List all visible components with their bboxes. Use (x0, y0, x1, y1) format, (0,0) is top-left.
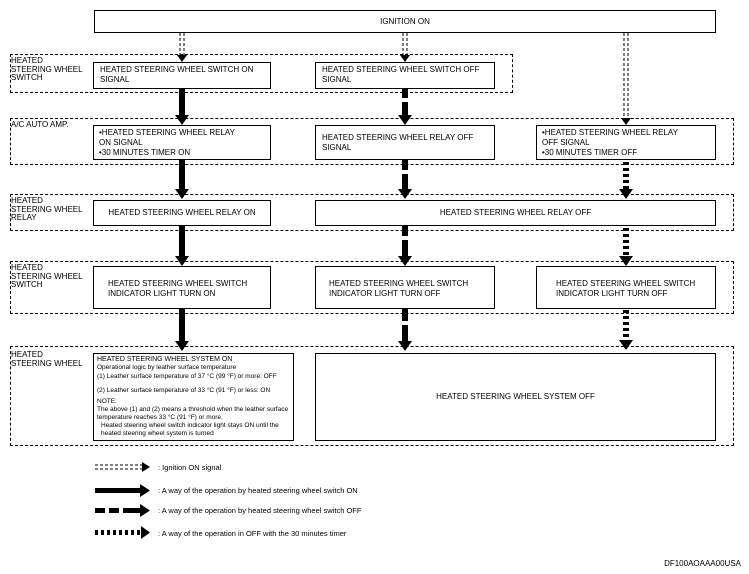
system-off-box: HEATED STEERING WHEEL SYSTEM OFF (315, 353, 716, 441)
system-on-box: HEATED STEERING WHEEL SYSTEM ON Operatio… (93, 353, 294, 441)
indicator-off-text-1: HEATED STEERING WHEEL SWITCH INDICATOR L… (329, 279, 469, 298)
switch-off-signal-box: HEATED STEERING WHEEL SWITCH OFF SIGNAL (315, 62, 495, 89)
legend-timer-off-arrow (95, 526, 150, 539)
relay-on-timer-box: •HEATED STEERING WHEEL RELAY ON SIGNAL •… (93, 125, 271, 160)
indicator-off-text-2: HEATED STEERING WHEEL SWITCH INDICATOR L… (556, 279, 696, 298)
group-indicator (10, 261, 734, 314)
legend-ignition-head (142, 462, 150, 472)
relay-on-box: HEATED STEERING WHEEL RELAY ON (93, 200, 271, 226)
system-on-title: HEATED STEERING WHEEL SYSTEM ON (97, 356, 233, 363)
indicator-on-box: HEATED STEERING WHEEL SWITCH INDICATOR L… (93, 266, 271, 309)
system-on-note-title: NOTE: (97, 398, 117, 405)
group-system (10, 346, 734, 446)
ignition-arrowheads (177, 55, 631, 125)
system-on-cond2: (2) Leather surface temperature of 33 °C… (97, 387, 271, 394)
legend-switch-on: : A way of the operation by heated steer… (158, 486, 358, 495)
legend-switch-on-arrow (95, 484, 150, 497)
group-ac-amp (10, 118, 734, 165)
indicator-off-box-1: HEATED STEERING WHEEL SWITCH INDICATOR L… (315, 266, 495, 309)
system-on-subtitle: Operational logic by leather surface tem… (97, 364, 237, 371)
legend-switch-off-arrow (95, 504, 150, 517)
legend-timer-off: : A way of the operation in OFF with the… (158, 529, 347, 538)
switch-on-signal-box: HEATED STEERING WHEEL SWITCH ON SIGNAL (93, 62, 271, 89)
group-indicator-label: HEATED STEERING WHEEL SWITCH (11, 263, 83, 289)
group-relay-label: HEATED STEERING WHEEL RELAY (11, 196, 83, 222)
system-on-cond1: (1) Leather surface temperature of 37 °C… (97, 373, 277, 380)
system-on-note1: The above (1) and (2) means a threshold … (97, 406, 289, 421)
switch-off-signal-text: HEATED STEERING WHEEL SWITCH OFF SIGNAL (322, 65, 480, 84)
relay-off-timer-text: •HEATED STEERING WHEEL RELAY OFF SIGNAL … (542, 128, 679, 157)
legend-ignition-arrow (95, 464, 142, 470)
relay-off-box: HEATED STEERING WHEEL RELAY OFF (315, 200, 716, 226)
ignition-signal-arrows (179, 33, 629, 118)
legend-switch-off: : A way of the operation by heated steer… (158, 506, 362, 515)
legend-ignition: : Ignition ON signal (158, 463, 222, 472)
figure-code: DF100AOAAA00USA (664, 559, 741, 568)
indicator-off-box-2: HEATED STEERING WHEEL SWITCH INDICATOR L… (536, 266, 716, 309)
timer-off-arrows (619, 162, 633, 350)
group-system-label: HEATED STEERING WHEEL (11, 350, 83, 368)
relay-off-signal-box: HEATED STEERING WHEEL RELAY OFF SIGNAL (315, 125, 495, 160)
system-off-text: HEATED STEERING WHEEL SYSTEM OFF (436, 392, 595, 401)
ignition-on-box: IGNITION ON (94, 10, 716, 33)
system-on-note2: Heated steering wheel switch indicator l… (101, 422, 279, 437)
group-switch (10, 54, 513, 93)
relay-off-timer-box: •HEATED STEERING WHEEL RELAY OFF SIGNAL … (536, 125, 716, 160)
group-relay (10, 194, 734, 231)
group-ac-amp-label: A/C AUTO AMP. (11, 120, 69, 129)
relay-on-timer-text: •HEATED STEERING WHEEL RELAY ON SIGNAL •… (99, 128, 236, 157)
switch-on-signal-text: HEATED STEERING WHEEL SWITCH ON SIGNAL (100, 65, 254, 84)
relay-off-text: HEATED STEERING WHEEL RELAY OFF (439, 208, 592, 217)
relay-on-text: HEATED STEERING WHEEL RELAY ON (108, 208, 256, 217)
group-switch-label: HEATED STEERING WHEEL SWITCH (11, 56, 83, 82)
ignition-on-label: IGNITION ON (380, 16, 430, 26)
relay-off-signal-text: HEATED STEERING WHEEL RELAY OFF SIGNAL (322, 133, 474, 152)
indicator-on-text: HEATED STEERING WHEEL SWITCH INDICATOR L… (108, 279, 248, 298)
